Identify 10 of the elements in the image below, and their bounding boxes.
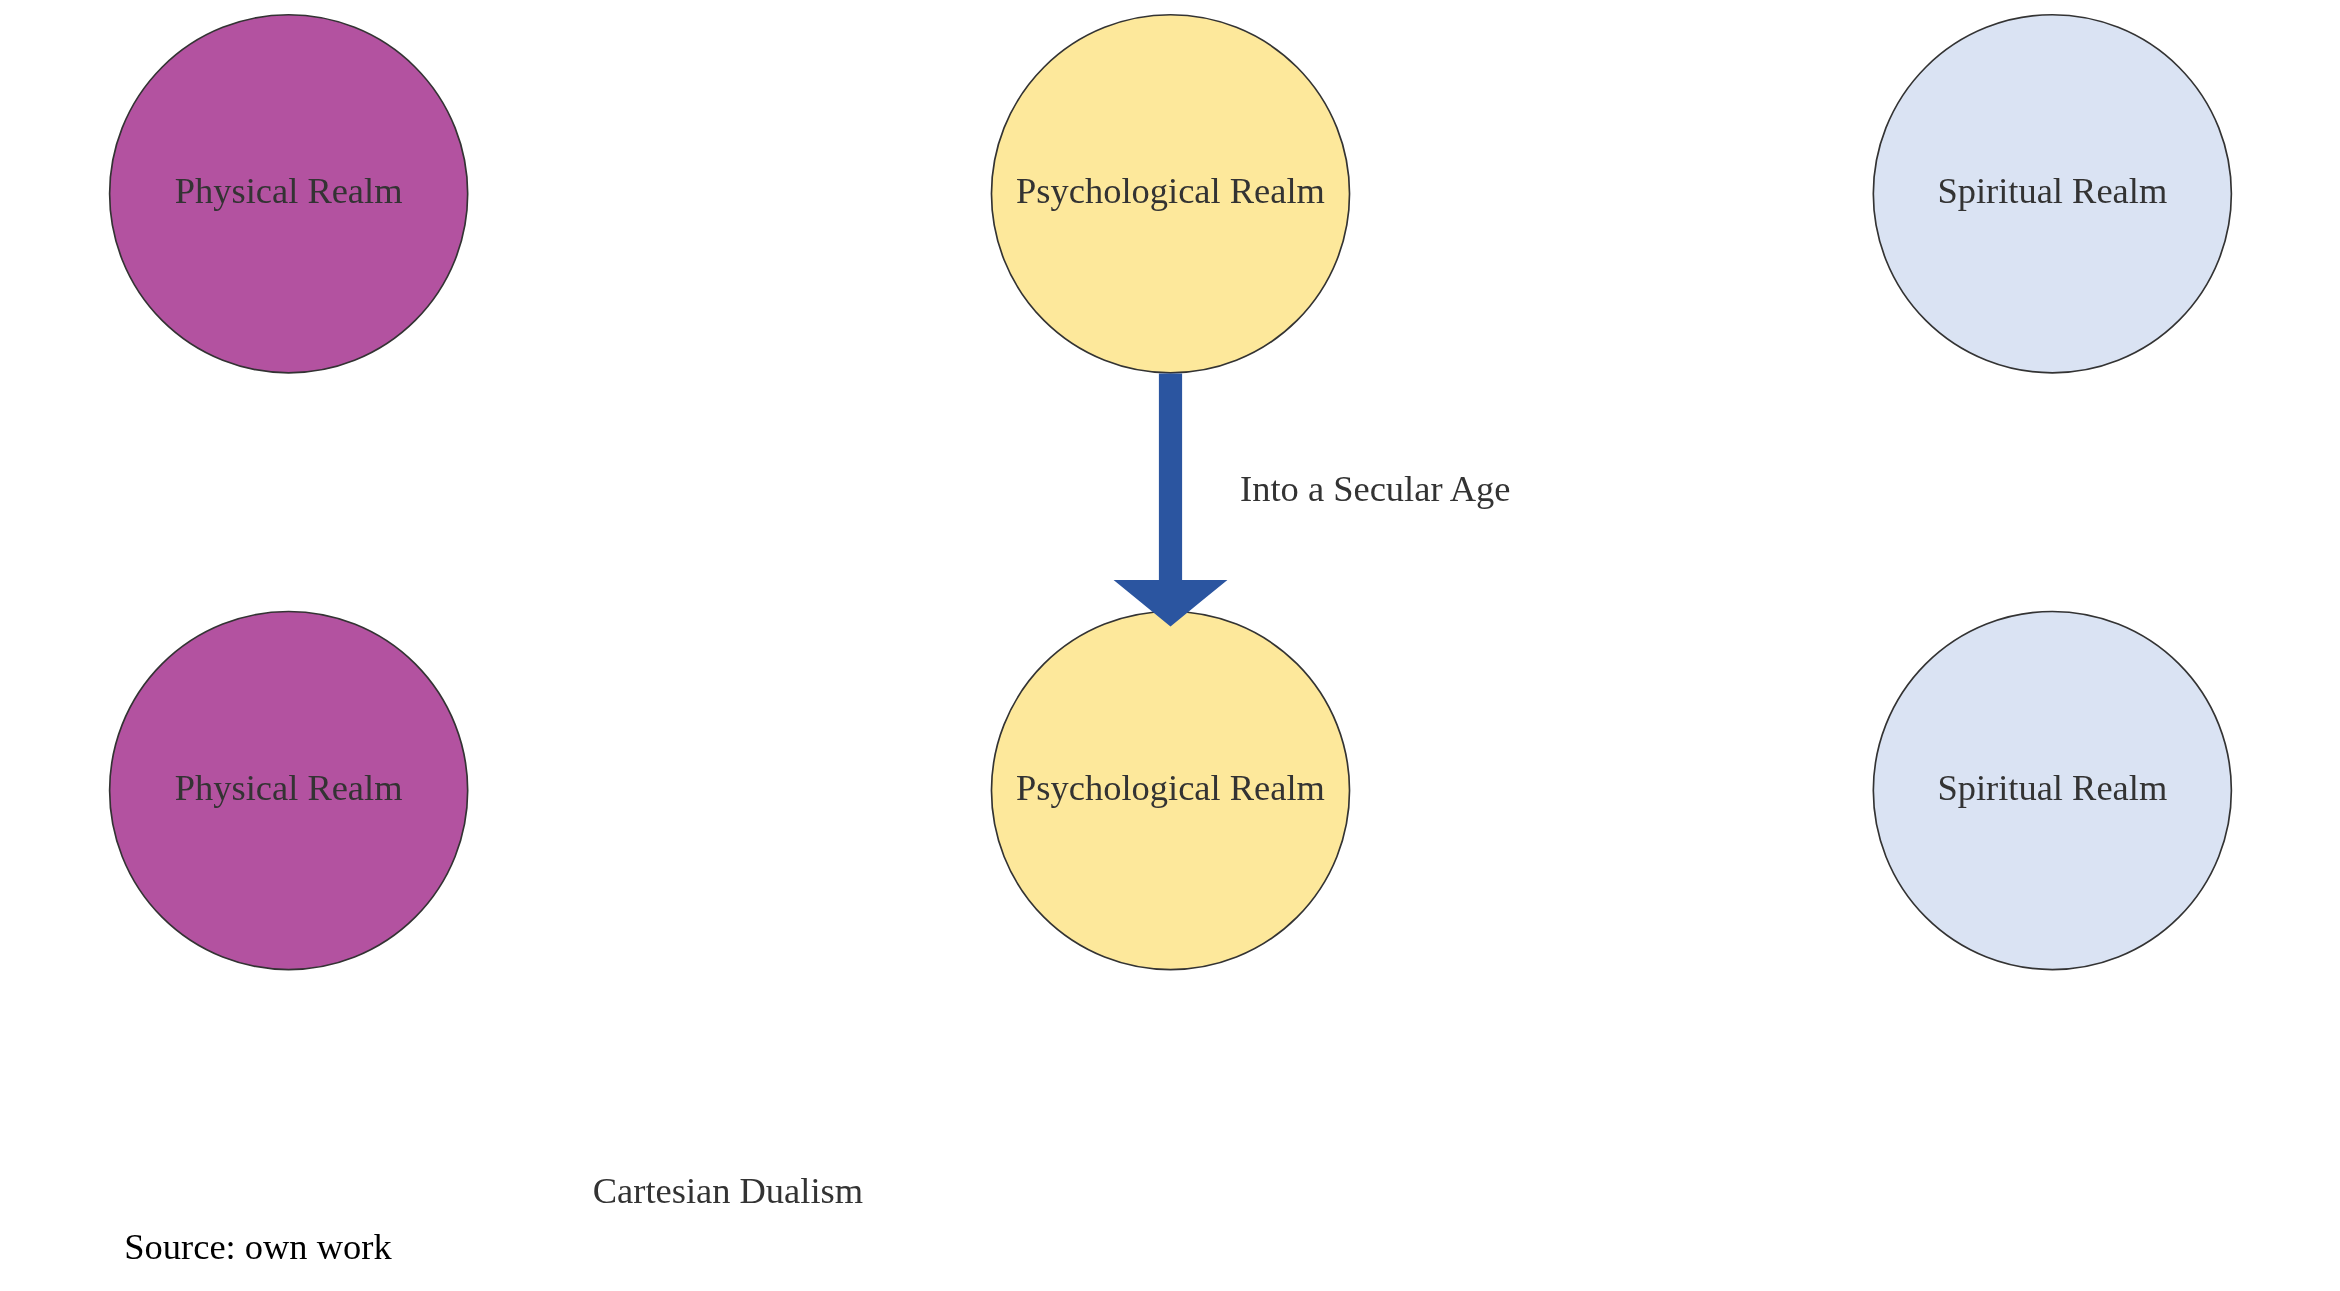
- caption: Source: own work: [123, 1226, 392, 1267]
- node-circle: Spiritual Realm: [1872, 610, 2232, 971]
- arrow: [1113, 373, 1227, 627]
- node-circle: Psychological Realm: [990, 13, 1350, 374]
- node-circle: Physical Realm: [108, 13, 468, 374]
- edge-label: Into a Secular Age: [1239, 469, 1510, 510]
- node-circle: Psychological Realm: [990, 610, 1350, 971]
- node-circle: Physical Realm: [108, 610, 468, 971]
- node-circle: Spiritual Realm: [1872, 13, 2232, 374]
- label: Cartesian Dualism: [592, 1170, 863, 1211]
